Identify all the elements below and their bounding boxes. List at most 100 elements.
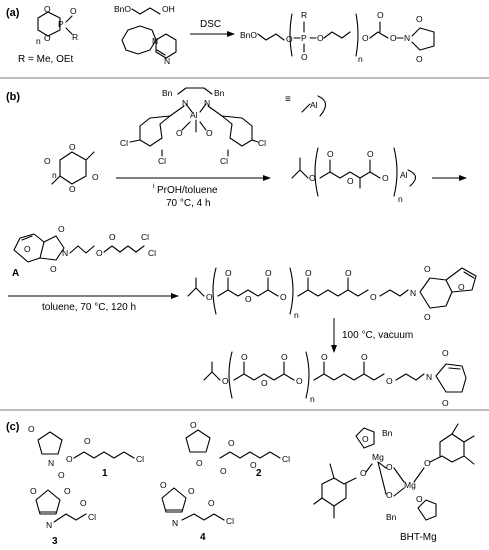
svg-text:Mg: Mg [372, 452, 384, 462]
svg-text:O: O [176, 128, 183, 138]
svg-text:O: O [458, 282, 465, 292]
condition-70c-4h: 70 °C, 4 h [166, 198, 211, 209]
panel-c: (c) O N O O O Cl 1 O O O O O Cl 2 [6, 420, 475, 547]
svg-text:Cl: Cl [258, 138, 266, 148]
r-definition: R = Me, OEt [18, 54, 74, 65]
svg-text:O: O [416, 14, 423, 24]
svg-text:Bn: Bn [162, 88, 173, 98]
compound-3-label: 3 [52, 536, 58, 547]
svg-text:O: O [44, 4, 51, 14]
svg-text:N: N [204, 98, 210, 108]
svg-text:O: O [386, 490, 393, 500]
compound-a: O O N O O O Cl Cl [13, 224, 156, 274]
svg-text:O: O [80, 498, 87, 508]
compound-2: O O O O O Cl 2 [185, 420, 290, 479]
svg-text:Cl: Cl [120, 138, 128, 148]
svg-text:O: O [196, 458, 203, 468]
svg-text:P: P [58, 19, 64, 29]
svg-text:Cl: Cl [226, 516, 234, 526]
svg-text:O: O [190, 420, 197, 430]
svg-text:O: O [360, 468, 367, 478]
svg-text:O: O [250, 460, 257, 470]
condition-propanol-toluene: PrOH/toluene [157, 185, 218, 196]
svg-text:N: N [62, 248, 68, 258]
svg-text:O: O [309, 173, 316, 183]
svg-text:O: O [416, 54, 423, 64]
svg-text:N: N [410, 288, 416, 298]
svg-text:O: O [442, 348, 449, 358]
svg-text:N: N [164, 56, 170, 66]
arrow-label-dsc: DSC [200, 19, 221, 30]
svg-text:O: O [188, 486, 195, 496]
svg-text:O: O [160, 480, 167, 490]
compound-1-label: 1 [102, 468, 108, 479]
aluminum-catalyst: Bn Bn N N Al Cl Cl O Cl Cl O [120, 87, 266, 166]
svg-text:O: O [386, 462, 393, 472]
condition-100c-vacuum: 100 °C, vacuum [342, 330, 413, 341]
panel-c-label: (c) [6, 421, 20, 433]
equiv-symbol: ≡ [285, 94, 291, 105]
compound-a-label: A [12, 268, 19, 279]
svg-text:N: N [152, 36, 158, 46]
condition-toluene-70c-120h: toluene, 70 °C, 120 h [42, 302, 136, 313]
svg-text:P: P [301, 33, 307, 43]
svg-text:Cl: Cl [136, 454, 144, 464]
svg-text:O: O [416, 494, 423, 504]
svg-text:O: O [84, 436, 91, 446]
svg-text:O: O [208, 498, 215, 508]
svg-text:O: O [424, 312, 431, 322]
svg-text:Bn: Bn [214, 88, 225, 98]
svg-text:O: O [70, 6, 77, 16]
svg-text:O: O [345, 268, 352, 278]
pla-al-intermediate: O O O O O n Al [291, 147, 467, 204]
svg-text:N: N [182, 98, 188, 108]
bht-mg-label: BHT-Mg [400, 532, 437, 543]
compound-4: O N O O Cl 4 [160, 480, 234, 543]
svg-text:O: O [442, 398, 449, 408]
svg-text:O: O [265, 268, 272, 278]
svg-text:N: N [48, 458, 54, 468]
svg-text:Cl: Cl [141, 232, 149, 242]
svg-text:Cl: Cl [88, 512, 96, 522]
maleimide-pla-product: O O O O O n O O O N O O [203, 348, 467, 408]
svg-text:O: O [245, 294, 252, 304]
svg-text:O: O [241, 352, 248, 362]
cond-sup-i: i [153, 183, 155, 190]
panel-b: (b) Bn Bn N N Al Cl Cl O Cl Cl [6, 87, 477, 408]
svg-text:O: O [347, 176, 354, 186]
svg-text:O: O [225, 268, 232, 278]
bht-mg-complex: O Bn Mg O O Mg Bn O O O BHT-Mg [313, 423, 475, 543]
panel-b-label: (b) [6, 91, 20, 103]
svg-text:O: O [367, 149, 374, 159]
svg-text:O: O [30, 486, 37, 496]
svg-text:Mg: Mg [404, 480, 416, 490]
svg-text:R: R [72, 32, 78, 42]
svg-text:O: O [28, 424, 35, 434]
panel-a-label: (a) [6, 7, 20, 19]
svg-text:N: N [426, 372, 432, 382]
svg-text:n: n [52, 170, 57, 180]
svg-text:O: O [64, 486, 71, 496]
svg-text:O: O [362, 33, 369, 43]
svg-text:Al: Al [400, 170, 408, 180]
svg-text:Al: Al [190, 110, 198, 120]
svg-text:O: O [261, 378, 268, 388]
svg-text:O: O [305, 268, 312, 278]
svg-text:O: O [92, 172, 99, 182]
svg-text:O: O [206, 292, 213, 302]
svg-text:O: O [362, 434, 369, 444]
svg-text:N: N [404, 33, 410, 43]
svg-text:O: O [327, 149, 334, 159]
svg-text:Cl: Cl [148, 248, 156, 258]
svg-text:O: O [109, 232, 116, 242]
pla-protected-maleimide: O O O O O n O O O N O O O [187, 264, 477, 322]
svg-text:N: N [172, 518, 178, 528]
svg-text:O: O [69, 184, 76, 194]
svg-text:Bn: Bn [386, 512, 397, 522]
svg-text:BnO: BnO [114, 4, 131, 14]
svg-text:O: O [220, 466, 227, 476]
svg-text:O: O [296, 376, 303, 386]
svg-text:O: O [386, 376, 393, 386]
svg-text:O: O [301, 52, 308, 62]
